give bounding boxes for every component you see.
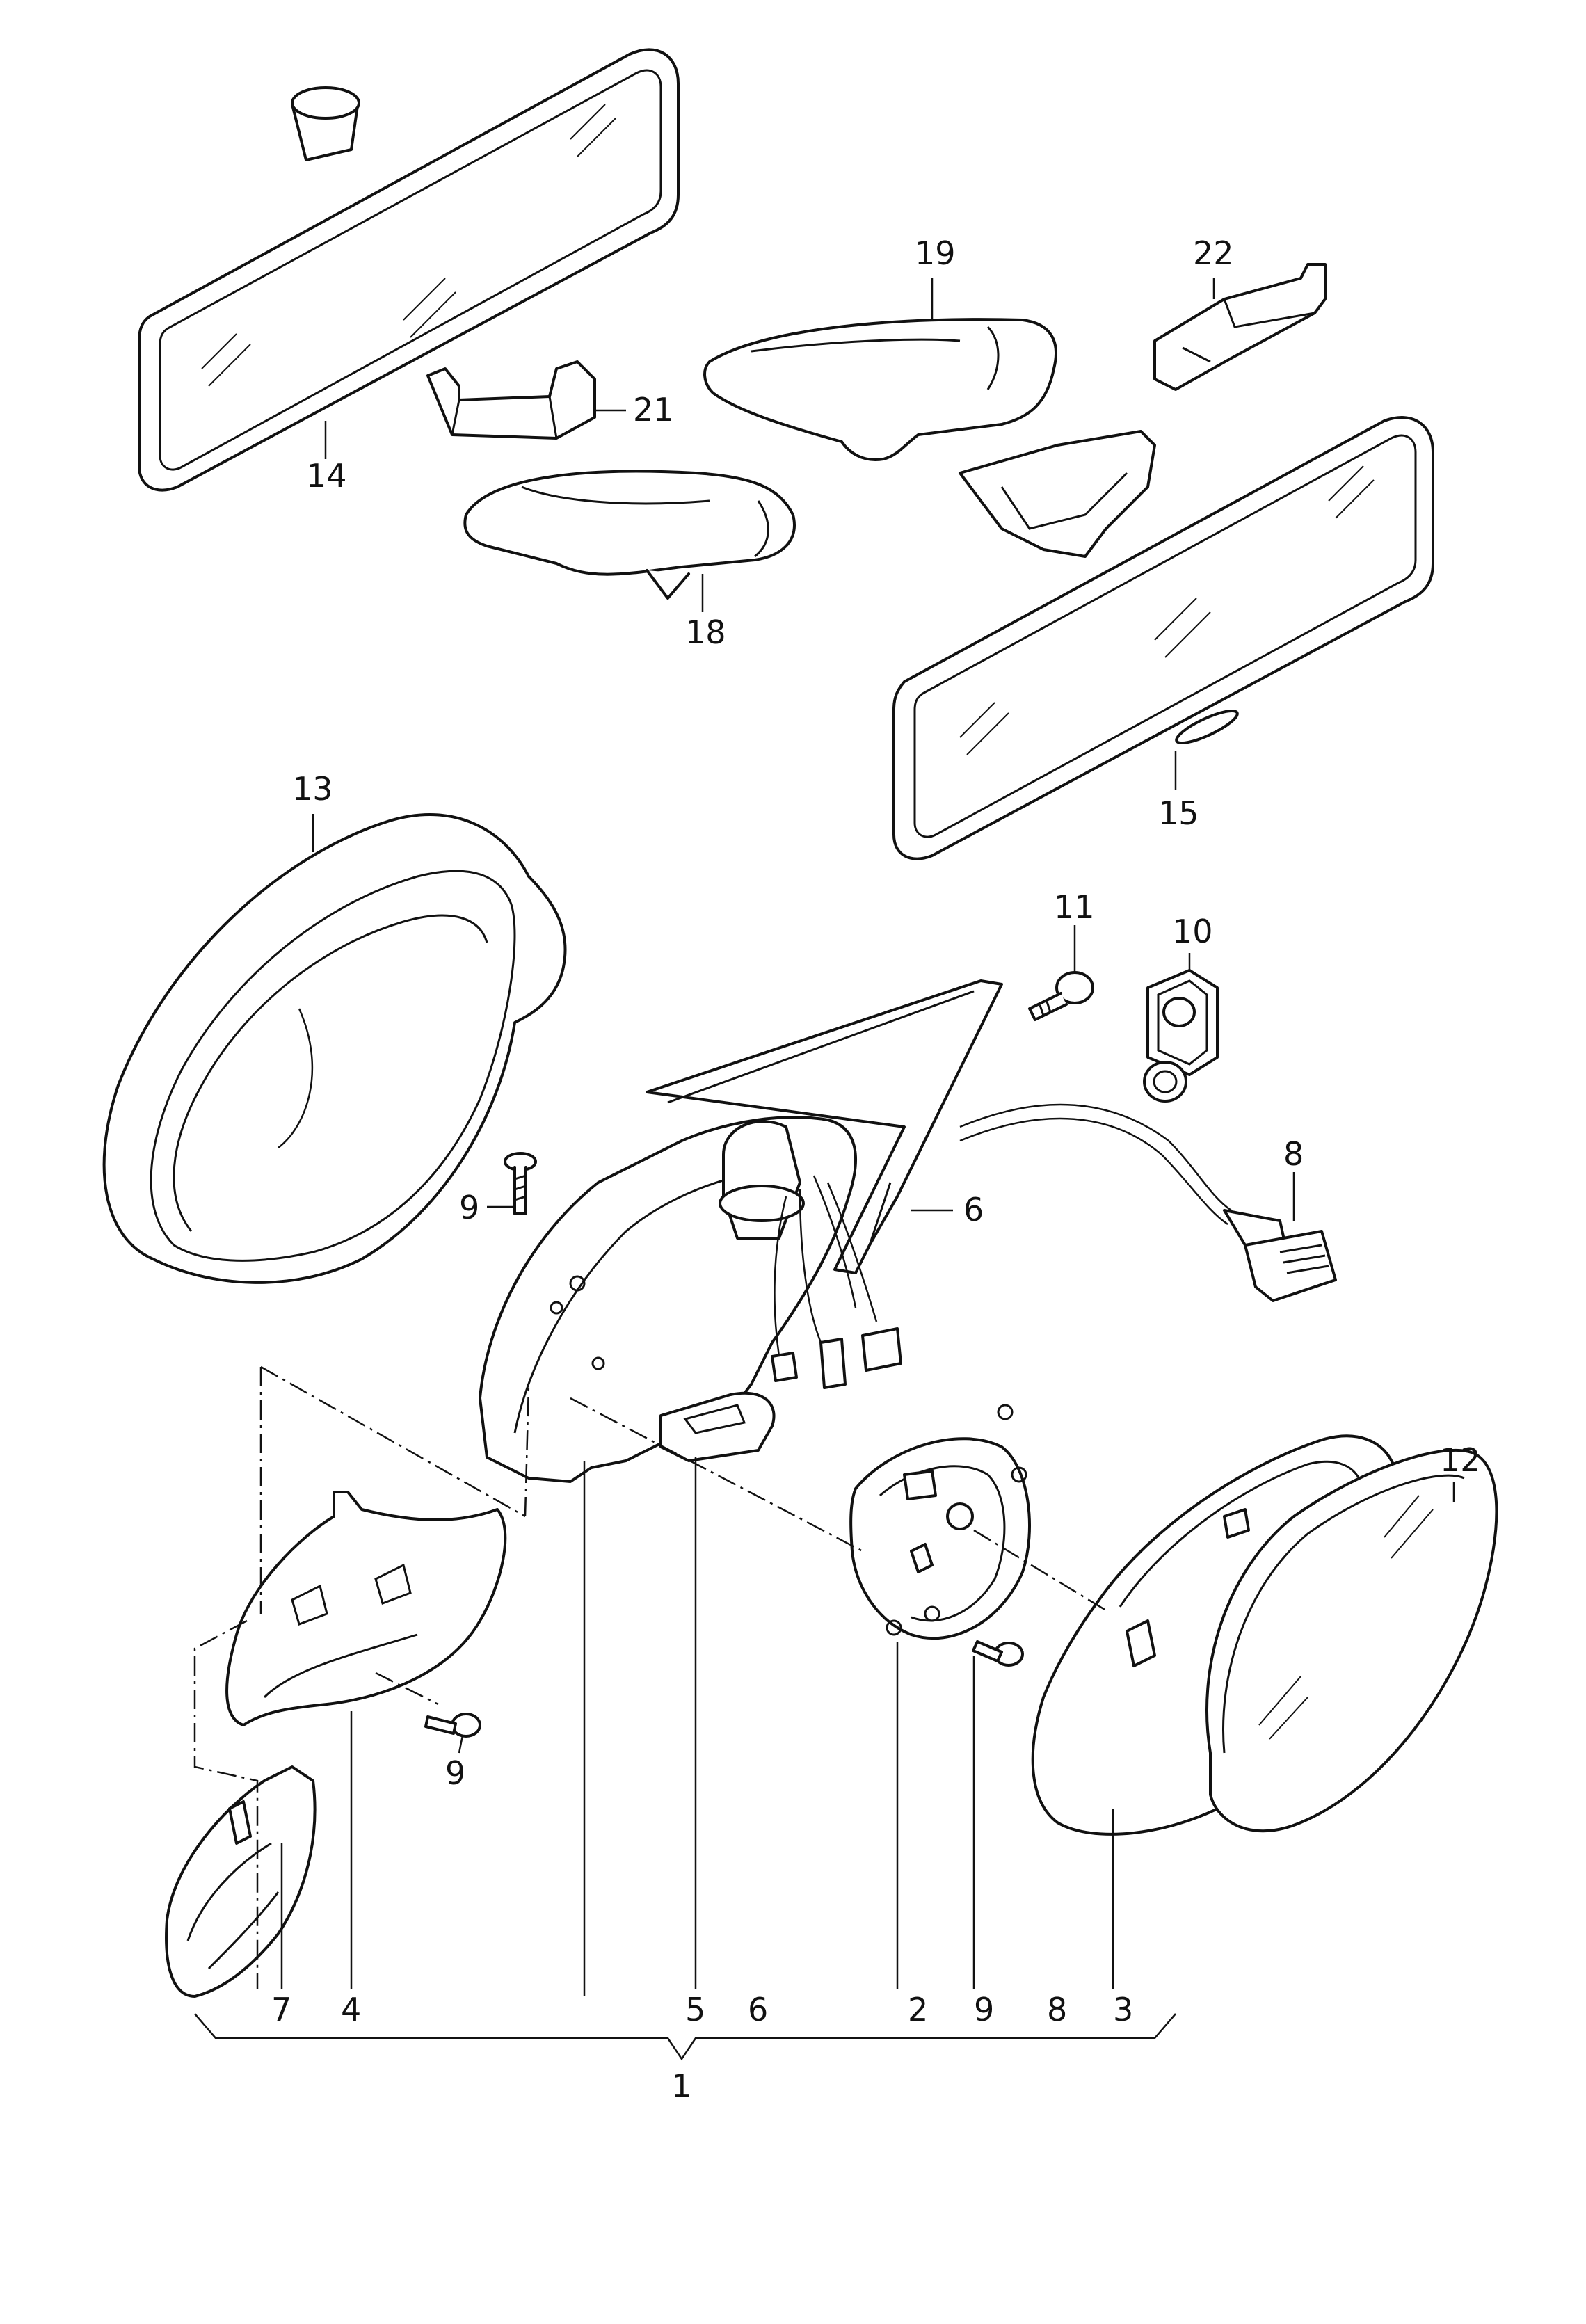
bottom-row-labels: 7 4 5 6 2 9 8 3 1 bbox=[271, 1991, 1133, 2105]
callout-12: 12 bbox=[1440, 1441, 1481, 1479]
callout-10: 10 bbox=[1172, 913, 1213, 950]
part-9-screw-lower bbox=[424, 1713, 481, 1738]
part-13-housing-cap bbox=[102, 813, 567, 1284]
callout-9-lower: 9 bbox=[445, 1754, 465, 1792]
bottom-label-5: 5 bbox=[685, 1991, 705, 2028]
bottom-label-8: 8 bbox=[1047, 1991, 1067, 2028]
part-12-mirror-glass bbox=[1205, 1448, 1498, 1833]
part-19-cover bbox=[703, 318, 1057, 461]
assembly-lines bbox=[193, 1365, 1107, 1989]
part-14-interior-mirror bbox=[138, 48, 680, 492]
bottom-label-3: 3 bbox=[1113, 1991, 1133, 2028]
bottom-label-4: 4 bbox=[341, 1991, 361, 2028]
part-2-adjustment-motor bbox=[849, 1404, 1031, 1640]
bottom-label-1: 1 bbox=[671, 2067, 691, 2105]
part-9-screw-right bbox=[972, 1640, 1024, 1667]
bottom-label-7: 7 bbox=[271, 1991, 291, 2028]
part-9-screw-upper bbox=[504, 1152, 537, 1215]
part-11-screw bbox=[1028, 971, 1094, 1021]
callout-21: 21 bbox=[633, 391, 674, 428]
part-4-housing-shell bbox=[225, 1491, 507, 1726]
part-10-grommet bbox=[1143, 969, 1219, 1103]
part-15-interior-mirror-sensor bbox=[892, 416, 1434, 860]
callout-14: 14 bbox=[306, 457, 347, 495]
leader-lines bbox=[194, 278, 1455, 2061]
callout-19: 19 bbox=[915, 234, 956, 272]
bottom-label-2: 2 bbox=[908, 1991, 928, 2028]
part-8-cable-connector bbox=[959, 1103, 1337, 1302]
callout-15: 15 bbox=[1158, 794, 1199, 832]
part-7-lower-cover bbox=[165, 1765, 317, 1998]
part-22-clip bbox=[1153, 263, 1327, 391]
callout-22: 22 bbox=[1193, 234, 1234, 272]
callout-labels: 14 21 18 19 22 15 13 11 10 8 6 9 12 9 bbox=[292, 234, 1481, 1792]
callout-8: 8 bbox=[1283, 1135, 1304, 1173]
part-18-cover bbox=[463, 470, 796, 600]
part-21-clip bbox=[426, 360, 596, 440]
callout-6: 6 bbox=[963, 1191, 984, 1228]
callout-13: 13 bbox=[292, 770, 333, 808]
part-5-damper bbox=[659, 1391, 776, 1462]
callout-9-upper: 9 bbox=[459, 1189, 479, 1226]
part-6-mirror-base bbox=[479, 979, 1003, 1483]
callout-18: 18 bbox=[685, 614, 726, 651]
bottom-label-6: 6 bbox=[748, 1991, 768, 2028]
bottom-label-9: 9 bbox=[974, 1991, 994, 2028]
callout-11: 11 bbox=[1054, 888, 1095, 926]
